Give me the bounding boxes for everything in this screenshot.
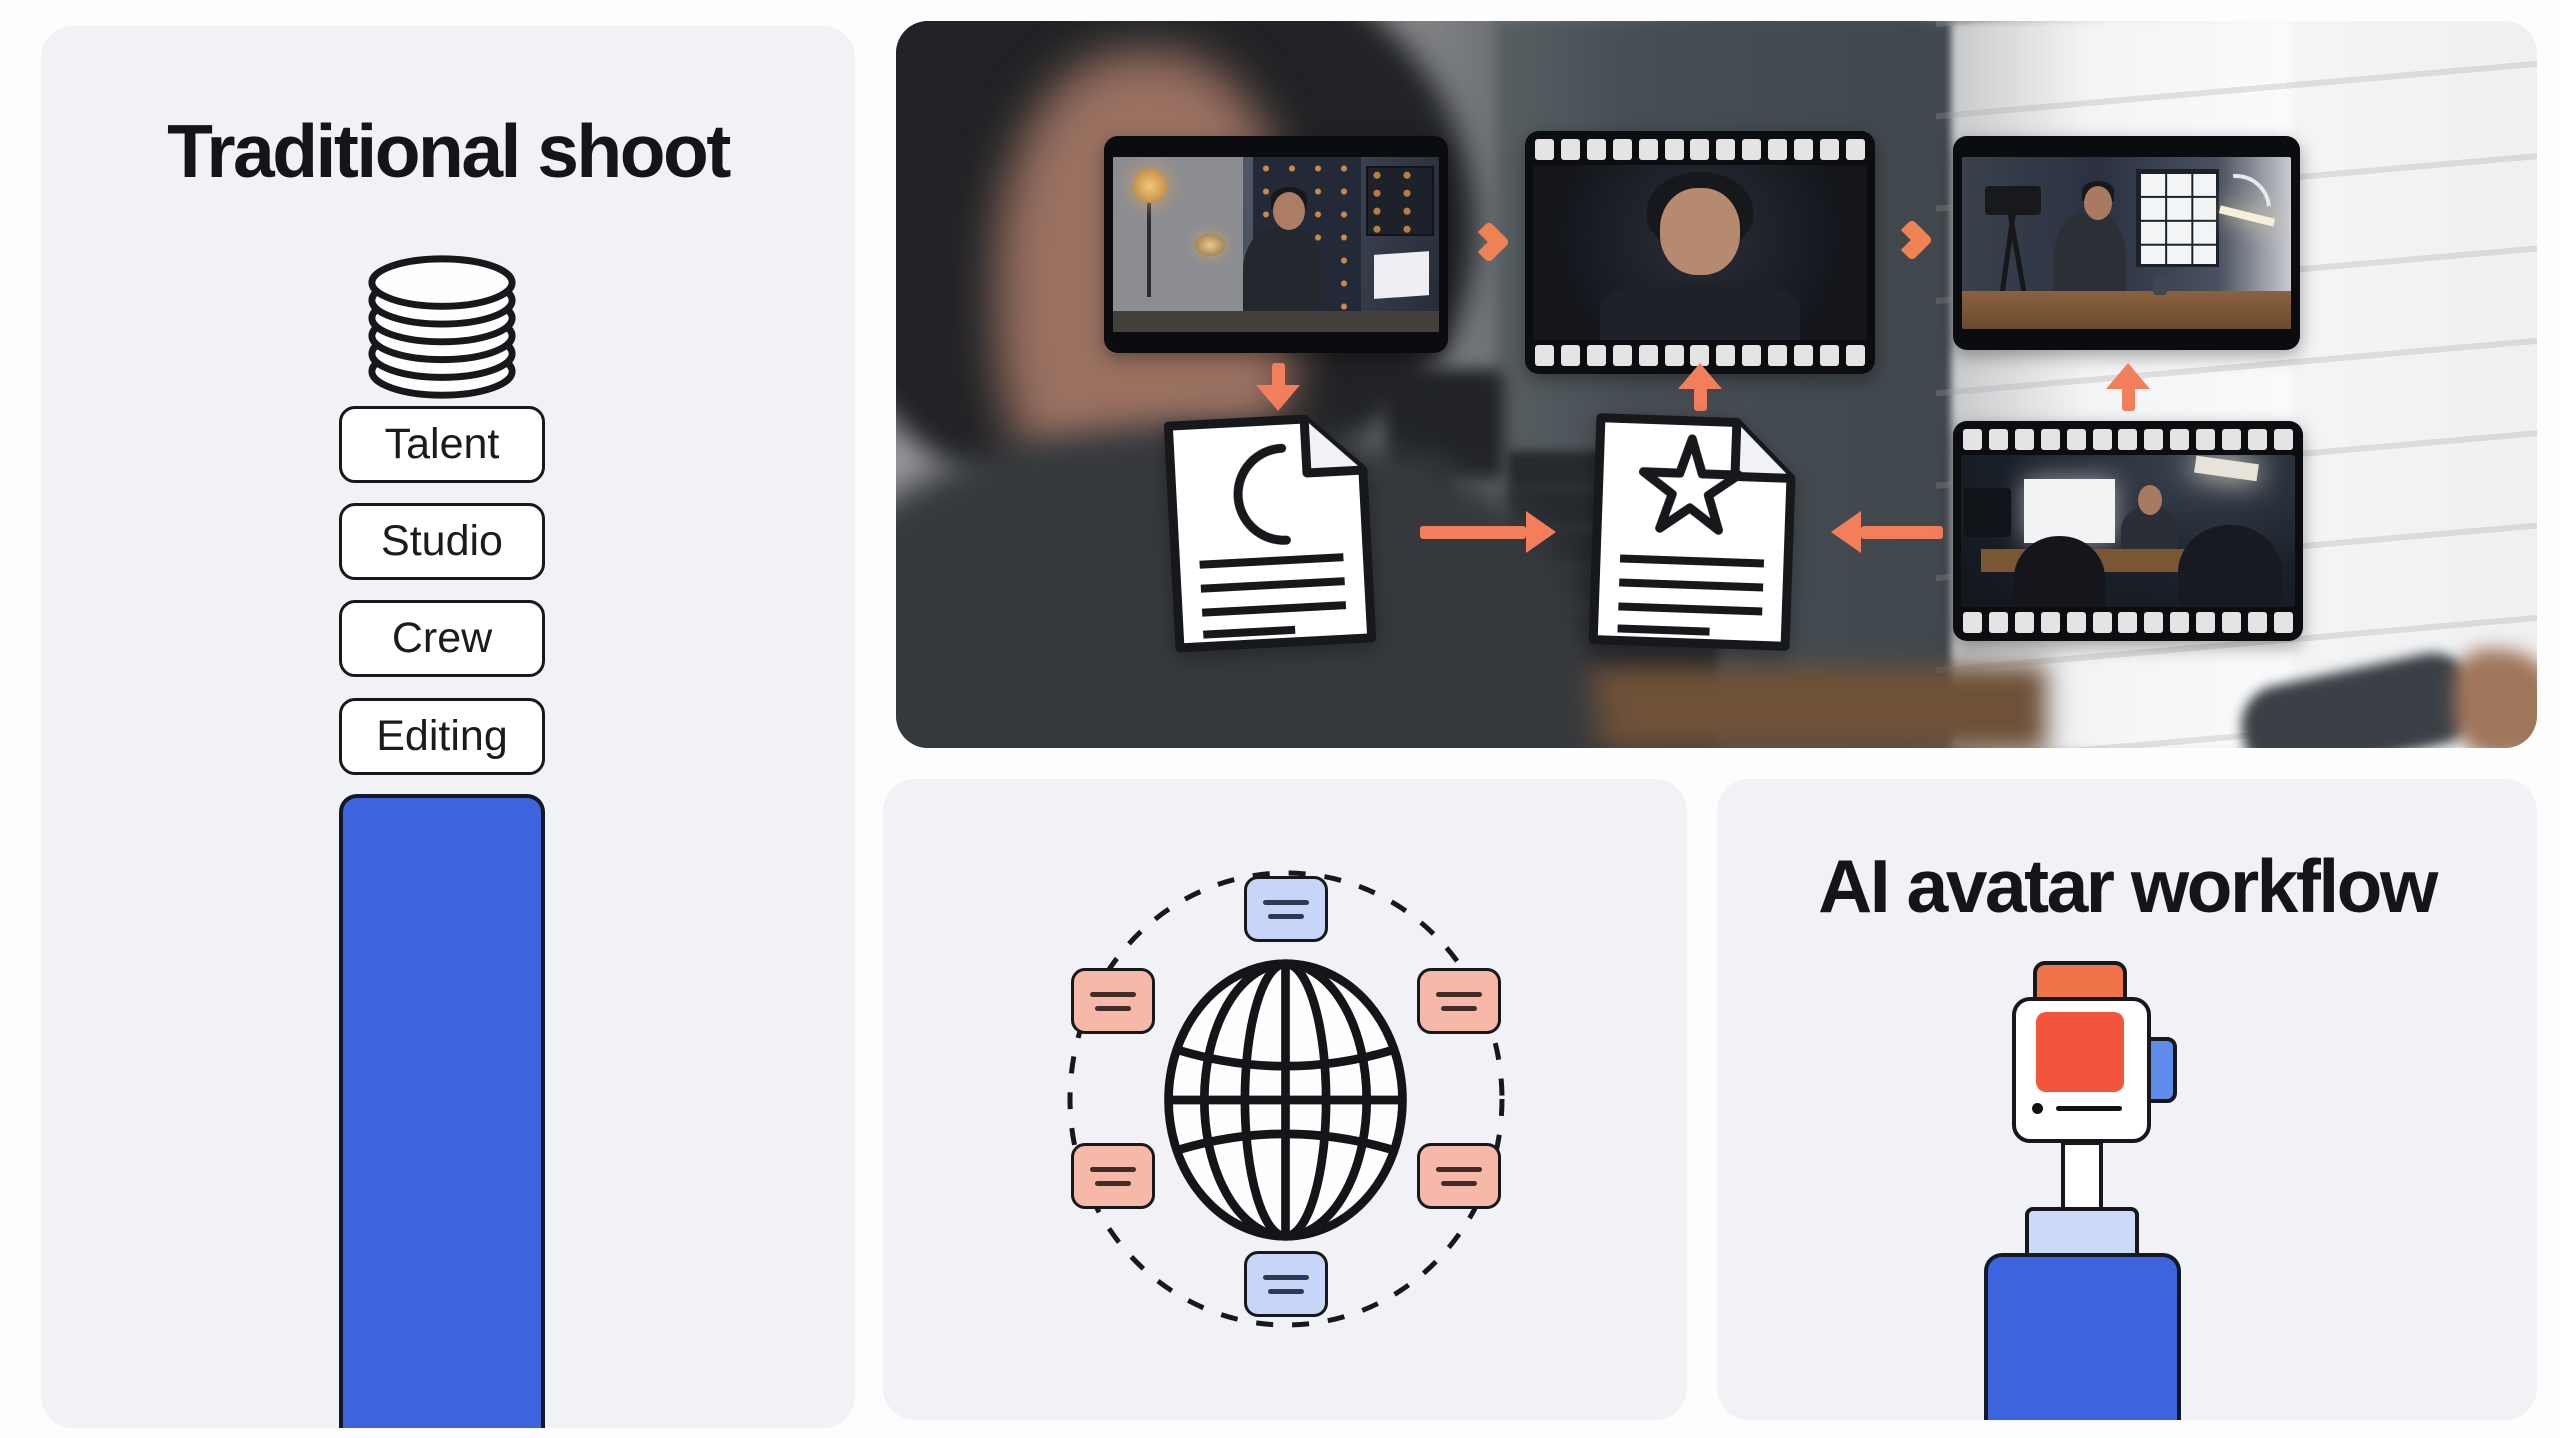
- scene-studio-medium-shot: [1113, 157, 1439, 332]
- film-sprockets: [1961, 426, 2295, 453]
- scene-desk-side-shot: [1962, 157, 2291, 329]
- cost-box-label: Editing: [376, 712, 508, 760]
- cost-bar: [339, 794, 545, 1428]
- arrow-up-icon: [1678, 363, 1722, 411]
- film-sprockets: [1961, 609, 2295, 636]
- robot-stem: [2061, 1141, 2103, 1211]
- film-sprockets: [1533, 136, 1867, 163]
- window-grid-icon: [2136, 169, 2219, 268]
- workflow-photo-panel: [896, 21, 2537, 748]
- video-frame-raw-footage: [1104, 136, 1448, 353]
- cost-box-label: Studio: [381, 517, 503, 565]
- arrow-up-icon: [2106, 363, 2150, 411]
- ai-avatar-workflow-panel: AI avatar workflow: [1717, 779, 2537, 1420]
- language-chip-top: [1244, 876, 1328, 942]
- ai-camera-robot-icon: [2012, 997, 2151, 1143]
- film-sprockets: [1533, 342, 1867, 369]
- dashed-ring-icon: [1067, 870, 1505, 1328]
- scene-interview-wide-shot: [1961, 455, 2295, 607]
- ai-avatar-workflow-title: AI avatar workflow: [1818, 844, 2438, 928]
- robot-connector: [2025, 1207, 2139, 1257]
- camera-icon: [1985, 186, 2041, 216]
- film-strip-interview: [1953, 421, 2303, 641]
- robot-screen: [2036, 1012, 2124, 1092]
- star-icon: [1638, 434, 1744, 535]
- cost-box-label: Talent: [384, 420, 500, 468]
- traditional-shoot-title: Traditional shoot: [167, 109, 731, 193]
- cost-box-label: Crew: [391, 614, 493, 662]
- lamp-icon: [1132, 169, 1167, 204]
- arrow-left-icon: [1831, 511, 1943, 553]
- star-script-document: [1588, 413, 1796, 651]
- language-chip-upper-left: [1071, 968, 1155, 1034]
- moon-icon: [1233, 443, 1291, 545]
- robot-base: [1984, 1253, 2181, 1420]
- cost-box-studio: Studio: [339, 503, 545, 580]
- globe-localization-panel: [883, 779, 1687, 1420]
- coin-stack-icon: [368, 255, 516, 399]
- traditional-shoot-panel: Traditional shoot Talent Studio Crew Edi…: [41, 26, 855, 1428]
- language-chip-upper-right: [1417, 968, 1501, 1034]
- robot-indicator-dot: [2032, 1103, 2043, 1114]
- language-chip-lower-left: [1071, 1143, 1155, 1209]
- moon-script-document: [1163, 414, 1377, 653]
- studio-light-icon: [2193, 455, 2260, 481]
- scene-face-closeup: [1533, 165, 1867, 340]
- cost-box-talent: Talent: [339, 406, 545, 483]
- language-chip-lower-right: [1417, 1143, 1501, 1209]
- arrow-right-icon: [1420, 511, 1556, 553]
- film-strip-avatar-face: [1525, 131, 1875, 374]
- cost-box-editing: Editing: [339, 698, 545, 775]
- video-frame-desk-setup: [1953, 136, 2300, 350]
- cost-box-crew: Crew: [339, 600, 545, 677]
- arrow-down-icon: [1256, 363, 1300, 411]
- chair-seat: [2454, 649, 2537, 748]
- globe-icon: [1164, 959, 1407, 1241]
- language-chip-bottom: [1244, 1251, 1328, 1317]
- presentation-screen: [2024, 479, 2115, 544]
- robot-indicator-line: [2056, 1106, 2122, 1111]
